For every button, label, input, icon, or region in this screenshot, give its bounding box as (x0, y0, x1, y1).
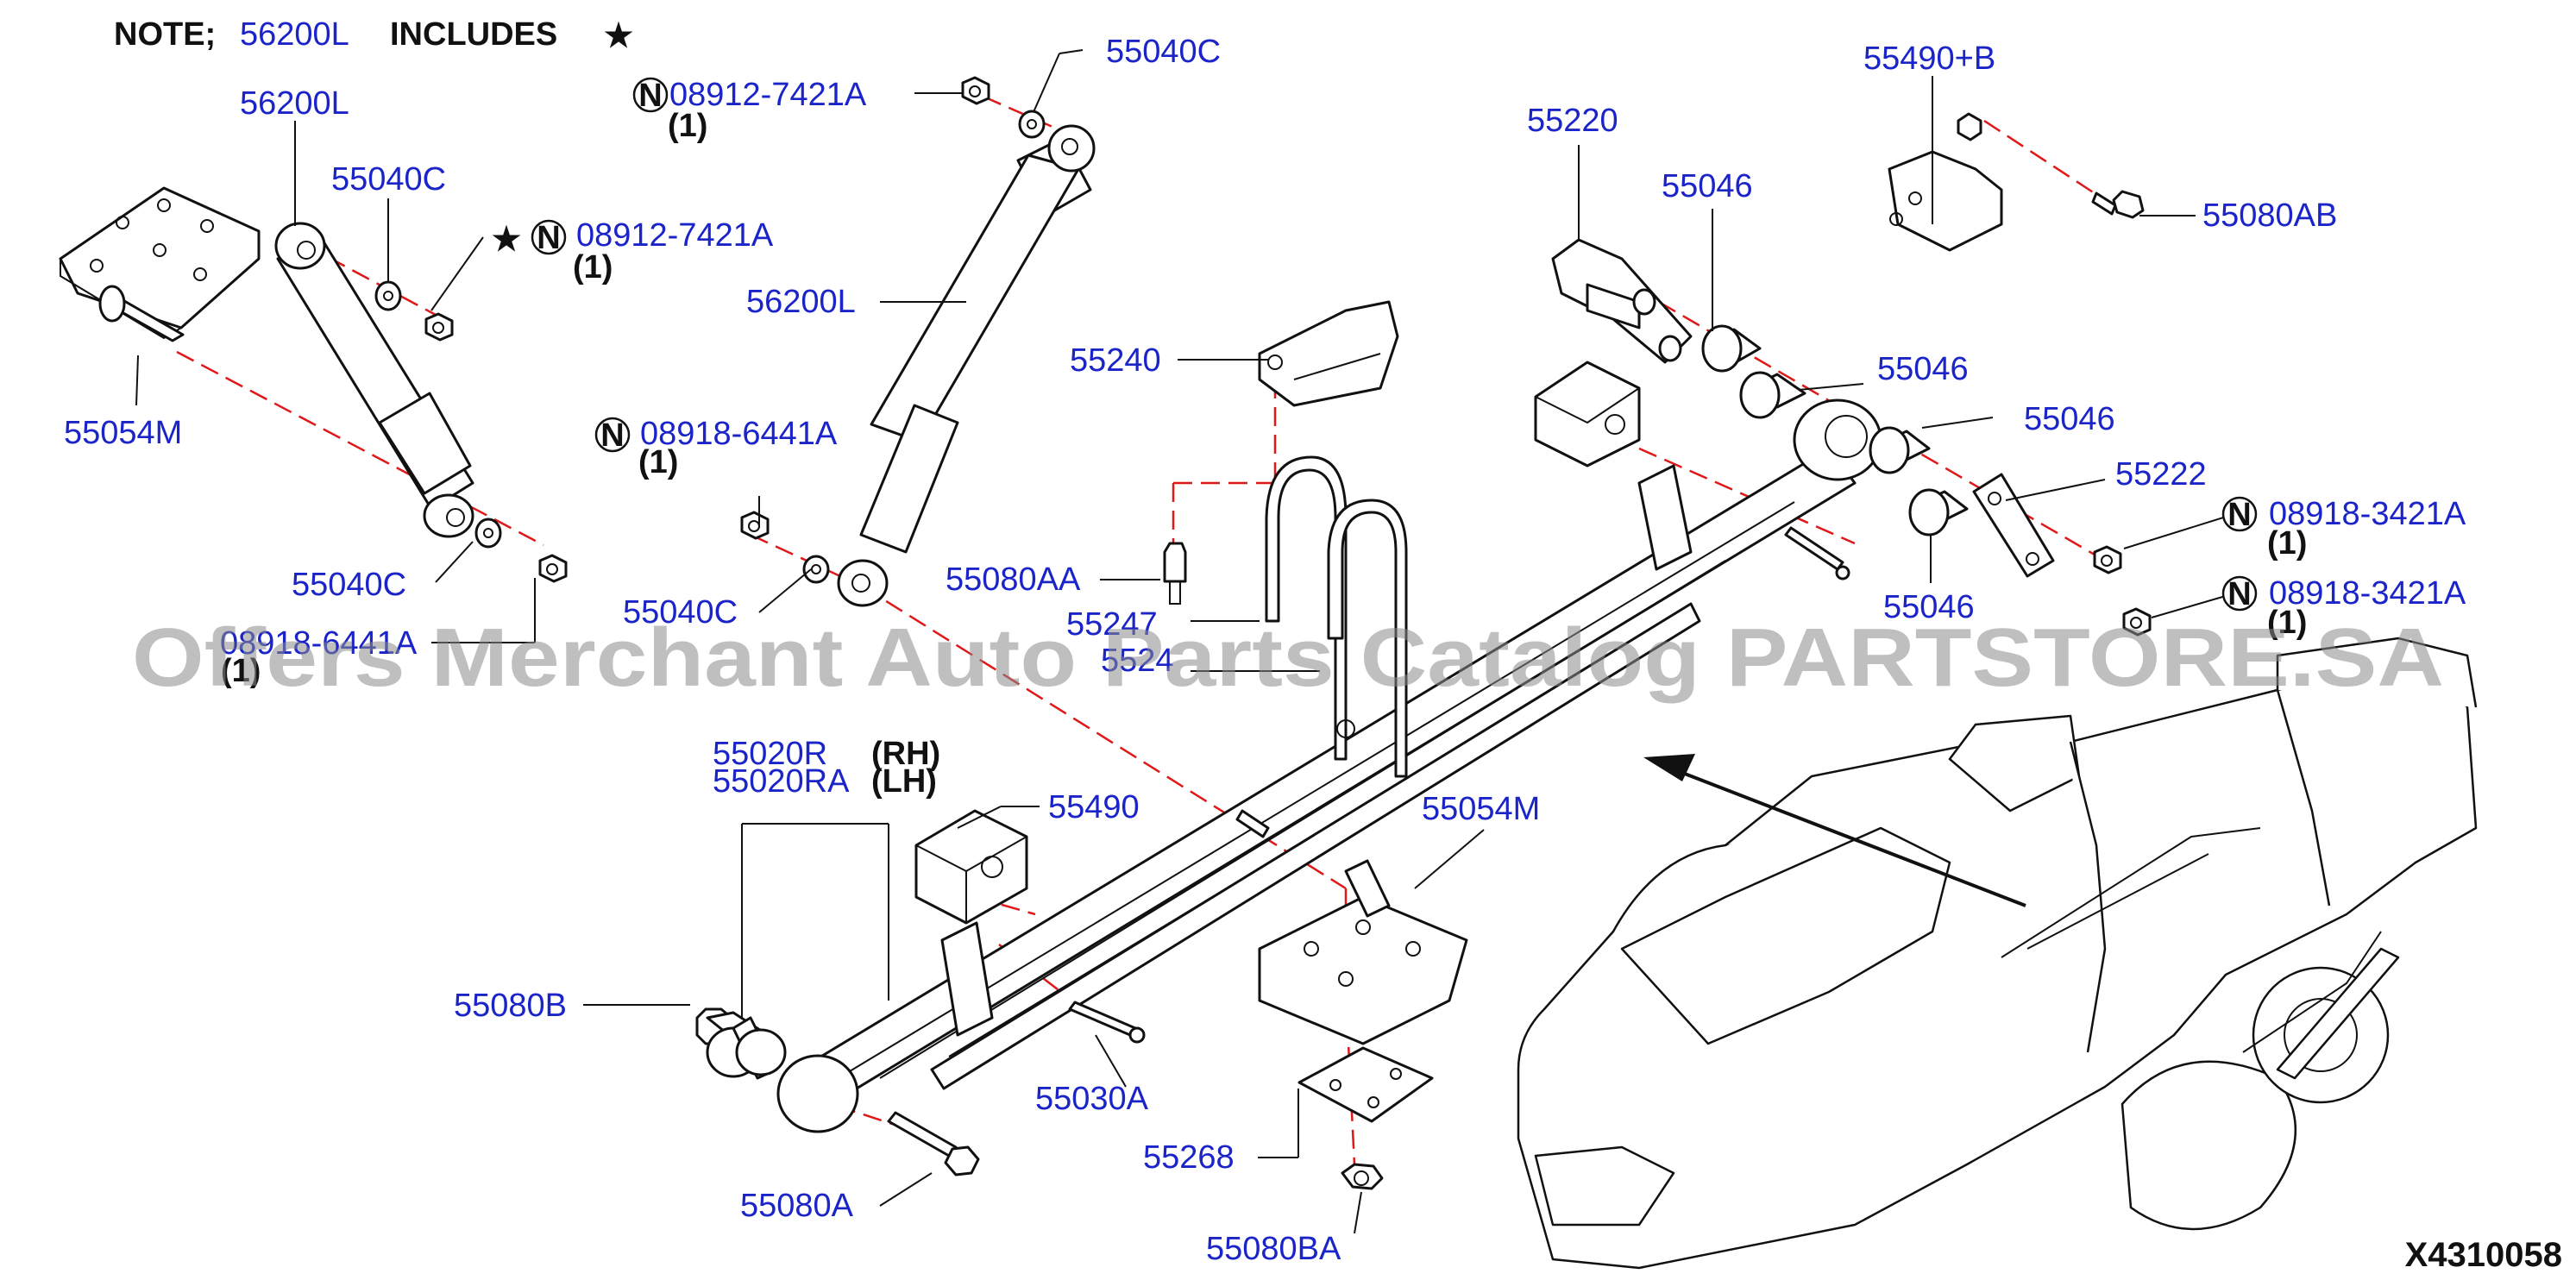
bump-stopper-bracket (1888, 112, 2145, 252)
label-55080BA: 55080BA (1206, 1231, 1341, 1267)
bump-stopper (914, 809, 1028, 925)
n-nut-symbol: N (2227, 576, 2251, 612)
n-nut-symbol: N (537, 220, 560, 256)
rear-shackle-assembly (1534, 238, 2152, 637)
label-55040C-center: 55040C (623, 594, 738, 631)
center-shock-absorber (740, 76, 1096, 607)
watermark-text: Offers Merchant Auto Parts Catalog PARTS… (132, 612, 2444, 704)
label-55080A: 55080A (740, 1188, 854, 1224)
truck-illustration (1517, 637, 2478, 1270)
label-55222: 55222 (2115, 456, 2207, 493)
label-55020R-side: (RH) (871, 736, 940, 772)
diagram-code: X4310058 (2405, 1236, 2562, 1274)
bumper-bracket (1163, 300, 1399, 605)
label-55046-right: 55046 (2024, 401, 2115, 437)
label-55020RA-side: (LH) (871, 763, 937, 800)
note-part-number: 56200L (240, 16, 349, 53)
label-55490-plus-b: 55490+B (1863, 41, 1995, 77)
leader-lines (135, 49, 2235, 1234)
label-55020RA: 55020RA (713, 763, 850, 800)
label-55040C-upper-left: 55040C (331, 161, 446, 198)
label-56200L-left: 56200L (240, 85, 349, 122)
label-55080AB: 55080AB (2202, 198, 2337, 234)
front-bushing-bolt (695, 809, 1270, 1176)
label-55054M-center: 55054M (1422, 791, 1540, 827)
qty-08918-3421A-lower: (1) (2267, 605, 2307, 641)
label-08918-3421A-upper: 08918-3421A (2269, 496, 2466, 532)
star-icon: ★ (492, 222, 521, 258)
label-56200L-center: 56200L (746, 284, 856, 320)
qty-08912-7421A-center: (1) (668, 108, 707, 144)
label-08918-6441A-center: 08918-6441A (640, 416, 838, 452)
label-55240: 55240 (1070, 342, 1161, 379)
label-55247: 55247 (1066, 606, 1158, 643)
qty-08912-7421A-left: (1) (573, 249, 613, 285)
label-55268: 55268 (1143, 1139, 1235, 1176)
n-nut-symbol: N (638, 78, 662, 114)
qty-08918-3421A-upper: (1) (2267, 525, 2307, 562)
callout-labels: 56200L 55040C N ★ 08912-7421A (1) 55054M… (64, 34, 2466, 1267)
leaf-spring (776, 398, 1882, 1133)
n-nut-symbol: N (600, 417, 624, 454)
n-nut-icon (531, 219, 567, 255)
label-55080B: 55080B (454, 988, 567, 1024)
label-55040C-top-center: 55040C (1106, 34, 1221, 70)
label-55030A: 55030A (1035, 1081, 1149, 1117)
note-includes: INCLUDES (390, 16, 557, 53)
label-55020R: 55020R (713, 736, 827, 772)
label-08918-6441A-left: 08918-6441A (220, 625, 418, 662)
qty-08918-6441A-left: (1) (221, 653, 261, 689)
label-55220: 55220 (1527, 103, 1618, 139)
label-55046-bottom: 55046 (1883, 589, 1975, 625)
spring-seat-plate (1258, 859, 1468, 1190)
n-nut-icon (2221, 575, 2258, 612)
label-55080AA: 55080AA (946, 562, 1081, 598)
label-55054M-left: 55054M (64, 415, 182, 451)
left-shock-absorber (59, 186, 568, 583)
label-08918-3421A-lower: 08918-3421A (2269, 575, 2466, 612)
label-55046-top: 55046 (1662, 168, 1753, 204)
note-header: NOTE; 56200L INCLUDES ★ (114, 16, 633, 54)
label-55046-mid: 55046 (1877, 351, 1969, 387)
n-nut-icon (594, 417, 631, 453)
n-nut-icon (2221, 496, 2258, 532)
qty-08918-6441A-center: (1) (638, 444, 678, 480)
label-55040C-lower-left: 55040C (292, 567, 406, 603)
label-55247-secondary: 5524 (1101, 643, 1174, 679)
star-icon: ★ (604, 18, 633, 54)
n-nut-symbol: N (2227, 497, 2251, 533)
n-nut-icon (632, 77, 669, 113)
label-08912-7421A-left: 08912-7421A (576, 217, 774, 254)
label-08912-7421A-center: 08912-7421A (669, 77, 867, 113)
note-prefix: NOTE; (114, 16, 216, 53)
label-55490-front: 55490 (1048, 789, 1140, 825)
